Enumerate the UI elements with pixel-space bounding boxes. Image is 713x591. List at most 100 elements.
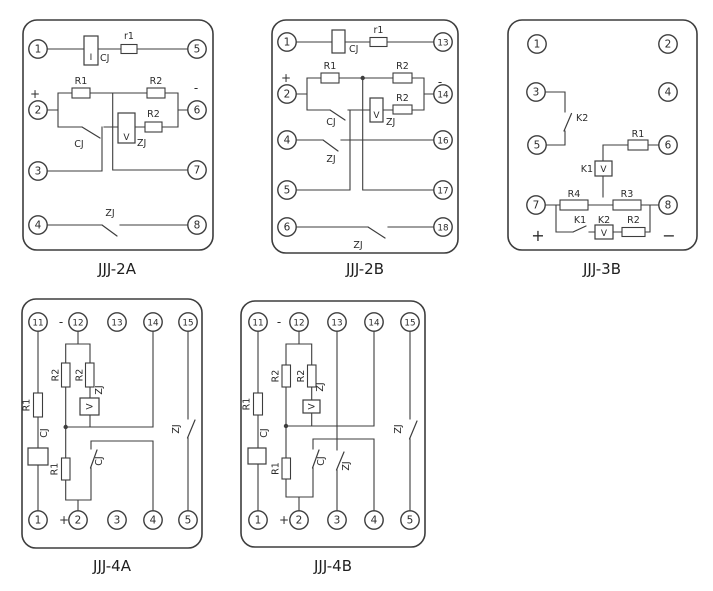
R1-label: R1 <box>75 76 88 87</box>
terminal-circle <box>277 32 297 52</box>
terminal-number: 18 <box>437 223 448 233</box>
wires <box>295 41 435 228</box>
resistor-R2 <box>621 226 646 238</box>
terminal-circle <box>433 130 453 150</box>
terminal-circle <box>187 39 207 59</box>
voltmeter-box <box>117 112 136 144</box>
terminal-circle <box>327 510 347 530</box>
zj-contact-mid-blade <box>322 139 339 152</box>
panel-outline <box>507 19 698 251</box>
zj-contact-blade <box>101 224 118 237</box>
terminal-number: 11 <box>252 318 263 328</box>
voltmeter-label: V <box>308 403 318 410</box>
resistor-R2-top <box>392 72 413 84</box>
resistor-R1 <box>71 87 91 99</box>
terminal-number: 5 <box>407 515 414 527</box>
plus-sign: + <box>281 71 291 85</box>
terminal-number: 6 <box>284 222 291 234</box>
resistor-R2-left <box>281 364 292 388</box>
terminals: 11 12 13 14 15 1 2 3 4 5 <box>28 312 198 530</box>
cj-coil-box <box>331 29 346 54</box>
wires <box>257 330 411 512</box>
terminal-circle <box>187 100 207 120</box>
terminal-number: 17 <box>437 186 448 196</box>
resistor-R2-left <box>60 362 71 388</box>
terminal-number: 13 <box>111 318 122 328</box>
k2-contact-label: K2 <box>576 113 588 124</box>
panel-caption: JJJ-2B <box>345 260 384 278</box>
terminal-circle <box>289 312 309 332</box>
panel-jjj-2b: CJ r1 R1 R2 + - CJ V ZJ R2 ZJ ZJ 1 13 2 … <box>271 19 459 278</box>
terminal-circle <box>658 82 678 102</box>
k1-contact-blade <box>572 225 587 233</box>
resistor-R3 <box>612 199 642 211</box>
panel-outline <box>21 298 203 549</box>
terminals: 1 5 2 6 3 7 4 8 <box>28 39 207 235</box>
resistor-R1-coil <box>32 392 44 418</box>
voltmeter-label: V <box>86 403 96 410</box>
minus-sign: - <box>59 315 63 329</box>
terminal-circle <box>433 32 453 52</box>
zj-meter-label: ZJ <box>315 382 326 391</box>
terminal-number: 5 <box>185 515 192 527</box>
junction-dot <box>63 424 68 430</box>
junction-dot <box>283 423 289 429</box>
terminal-number: 2 <box>35 105 42 117</box>
zj-contact-blade <box>408 420 418 440</box>
k2-voltmeter-box <box>594 224 614 240</box>
terminal-circle <box>277 180 297 200</box>
minus-sign: − <box>662 226 675 245</box>
R2-right-label: R2 <box>296 370 307 383</box>
terminal-circle <box>400 312 420 332</box>
terminal-number: 1 <box>255 515 262 527</box>
terminal-circle <box>28 312 48 332</box>
resistor-R1 <box>320 72 340 84</box>
terminal-circle <box>143 510 163 530</box>
R1-coil-label: R1 <box>242 398 253 411</box>
plus-sign: + <box>59 513 69 527</box>
terminal-circle <box>28 161 48 181</box>
terminal-number: 6 <box>665 140 672 152</box>
resistor-R1 <box>627 139 649 151</box>
panel-caption: JJJ-3B <box>582 260 621 278</box>
terminal-circle <box>364 510 384 530</box>
terminal-circle <box>527 135 547 155</box>
terminal-number: 6 <box>194 105 201 117</box>
resistor-R2-inner <box>392 104 413 115</box>
coil-label: CJ <box>39 428 50 437</box>
cj-contact-blade <box>329 109 346 121</box>
R2-top-label: R2 <box>150 76 163 87</box>
terminal-number: 7 <box>194 165 201 177</box>
terminal-number: 3 <box>334 515 341 527</box>
terminal-circle <box>68 312 88 332</box>
k2-meter-label: K2 <box>598 215 610 226</box>
terminal-circle <box>28 215 48 235</box>
resistor-R1-mid <box>60 457 71 481</box>
terminal-number: 8 <box>194 220 201 232</box>
terminal-number: 14 <box>437 90 449 100</box>
terminal-number: 12 <box>72 318 83 328</box>
zj-contact-bottom-label: ZJ <box>353 240 362 251</box>
cj-contact-blade <box>89 449 98 469</box>
terminal-circle <box>364 312 384 332</box>
zj-meter-label: ZJ <box>386 117 395 128</box>
coil-label: CJ <box>259 428 270 437</box>
terminal-circle <box>248 510 268 530</box>
panel-outline <box>271 19 459 254</box>
zj-contact-mid-label: ZJ <box>341 461 352 470</box>
terminal-circle <box>526 82 546 102</box>
terminal-circle <box>658 34 678 54</box>
resistor-R2-right <box>84 362 95 388</box>
k2-contact-blade <box>563 112 573 132</box>
k1-contact-label: K1 <box>574 215 586 226</box>
r1-label: r1 <box>124 31 134 42</box>
coil-label: CJ <box>100 53 109 64</box>
panel-caption: JJJ-4B <box>313 557 352 575</box>
panel-jjj-4b: R1 CJ R2 R2 ZJ V R1 CJ ZJ ZJ - + 11 12 1… <box>240 300 426 575</box>
R2-label: R2 <box>627 215 640 226</box>
terminal-number: 4 <box>150 515 157 527</box>
terminal-circle <box>68 510 88 530</box>
R1-mid-label: R1 <box>50 463 61 476</box>
